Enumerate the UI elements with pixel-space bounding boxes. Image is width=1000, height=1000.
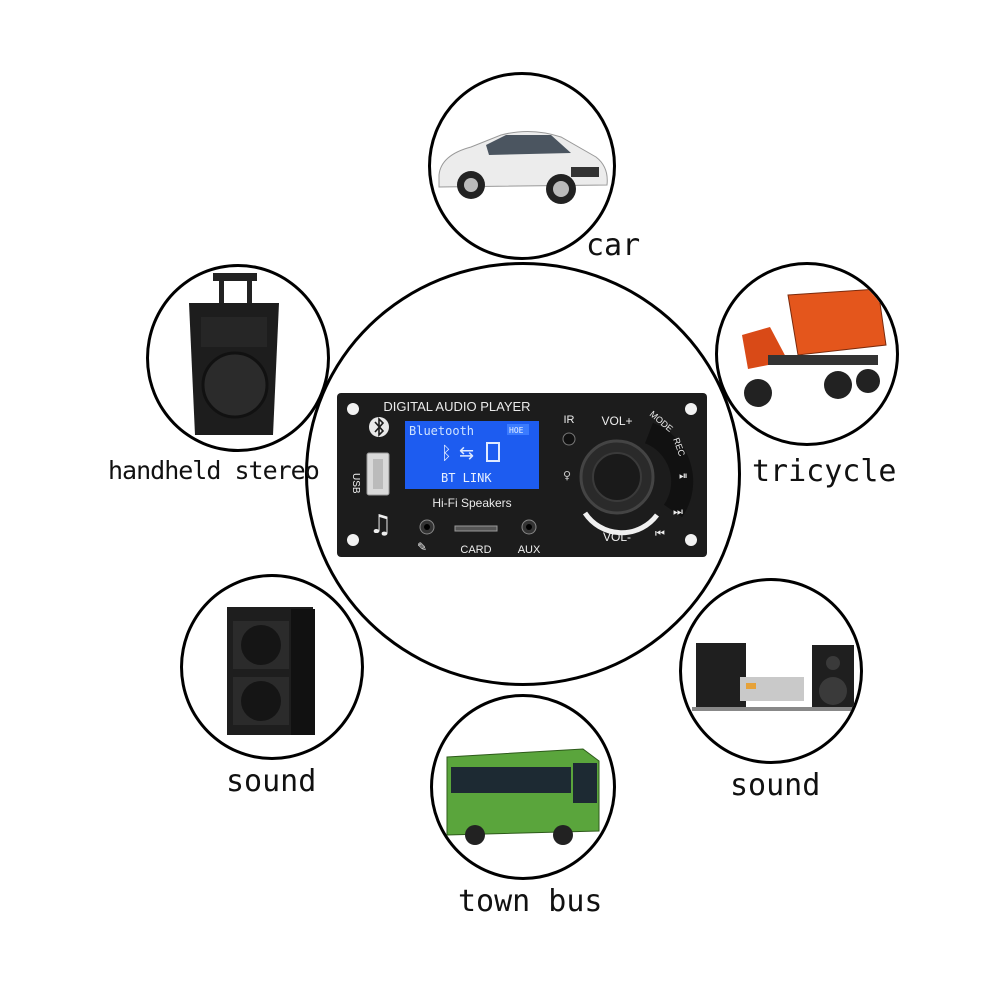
label-sound-right: sound: [730, 768, 821, 803]
lcd-badge: HOE: [509, 426, 524, 435]
next-icon: ⏭: [673, 505, 683, 518]
card-label: CARD: [460, 544, 491, 556]
label-tricycle: tricycle: [752, 454, 897, 489]
handheld-stereo-circle: [146, 264, 330, 452]
aux-label: AUX: [518, 544, 541, 556]
sound-left-circle: [180, 574, 364, 760]
prev-icon: ⏮: [655, 527, 665, 540]
stacked-speaker-image: [227, 607, 315, 735]
bus-image: [446, 748, 600, 845]
digital-audio-player-panel: DIGITAL AUDIO PLAYER USB ♫ Bluetooth HOE…: [337, 393, 707, 557]
panel-subtitle: Hi-Fi Speakers: [432, 496, 511, 510]
usb-label: USB: [350, 473, 361, 494]
sound-right-circle: [679, 578, 863, 764]
label-sound-left: sound: [226, 764, 317, 799]
hifi-system-image: [692, 643, 854, 711]
small-mic-icon: ♀: [563, 469, 571, 482]
vol-minus-label: VOL-: [603, 530, 631, 544]
label-car: car: [586, 228, 641, 263]
panel-title: DIGITAL AUDIO PLAYER: [383, 399, 530, 414]
tricycle-image: [742, 288, 887, 407]
lcd-line-bluetooth: Bluetooth: [409, 424, 474, 438]
ir-label: IR: [564, 414, 575, 426]
music-note-icon: ♫: [369, 510, 392, 540]
lcd-line-bt-link: BT LINK: [441, 471, 492, 485]
trolley-speaker-image: [189, 273, 279, 435]
tricycle-circle: [715, 262, 899, 446]
lcd-bluetooth-icon: ᛒ: [441, 443, 452, 464]
label-town-bus: town bus: [458, 884, 603, 919]
lcd-transfer-icon: ⇆: [459, 443, 474, 464]
label-handheld-stereo: handheld stereo: [108, 456, 320, 485]
car-circle: [428, 72, 616, 260]
town-bus-circle: [430, 694, 616, 880]
vol-plus-label: VOL+: [601, 414, 632, 428]
car-image: [438, 131, 608, 204]
play-pause-icon: ⏯: [679, 469, 688, 482]
player-panel-graphic: DIGITAL AUDIO PLAYER USB ♫ Bluetooth HOE…: [337, 393, 707, 557]
mic-icon: ✎: [417, 540, 427, 554]
